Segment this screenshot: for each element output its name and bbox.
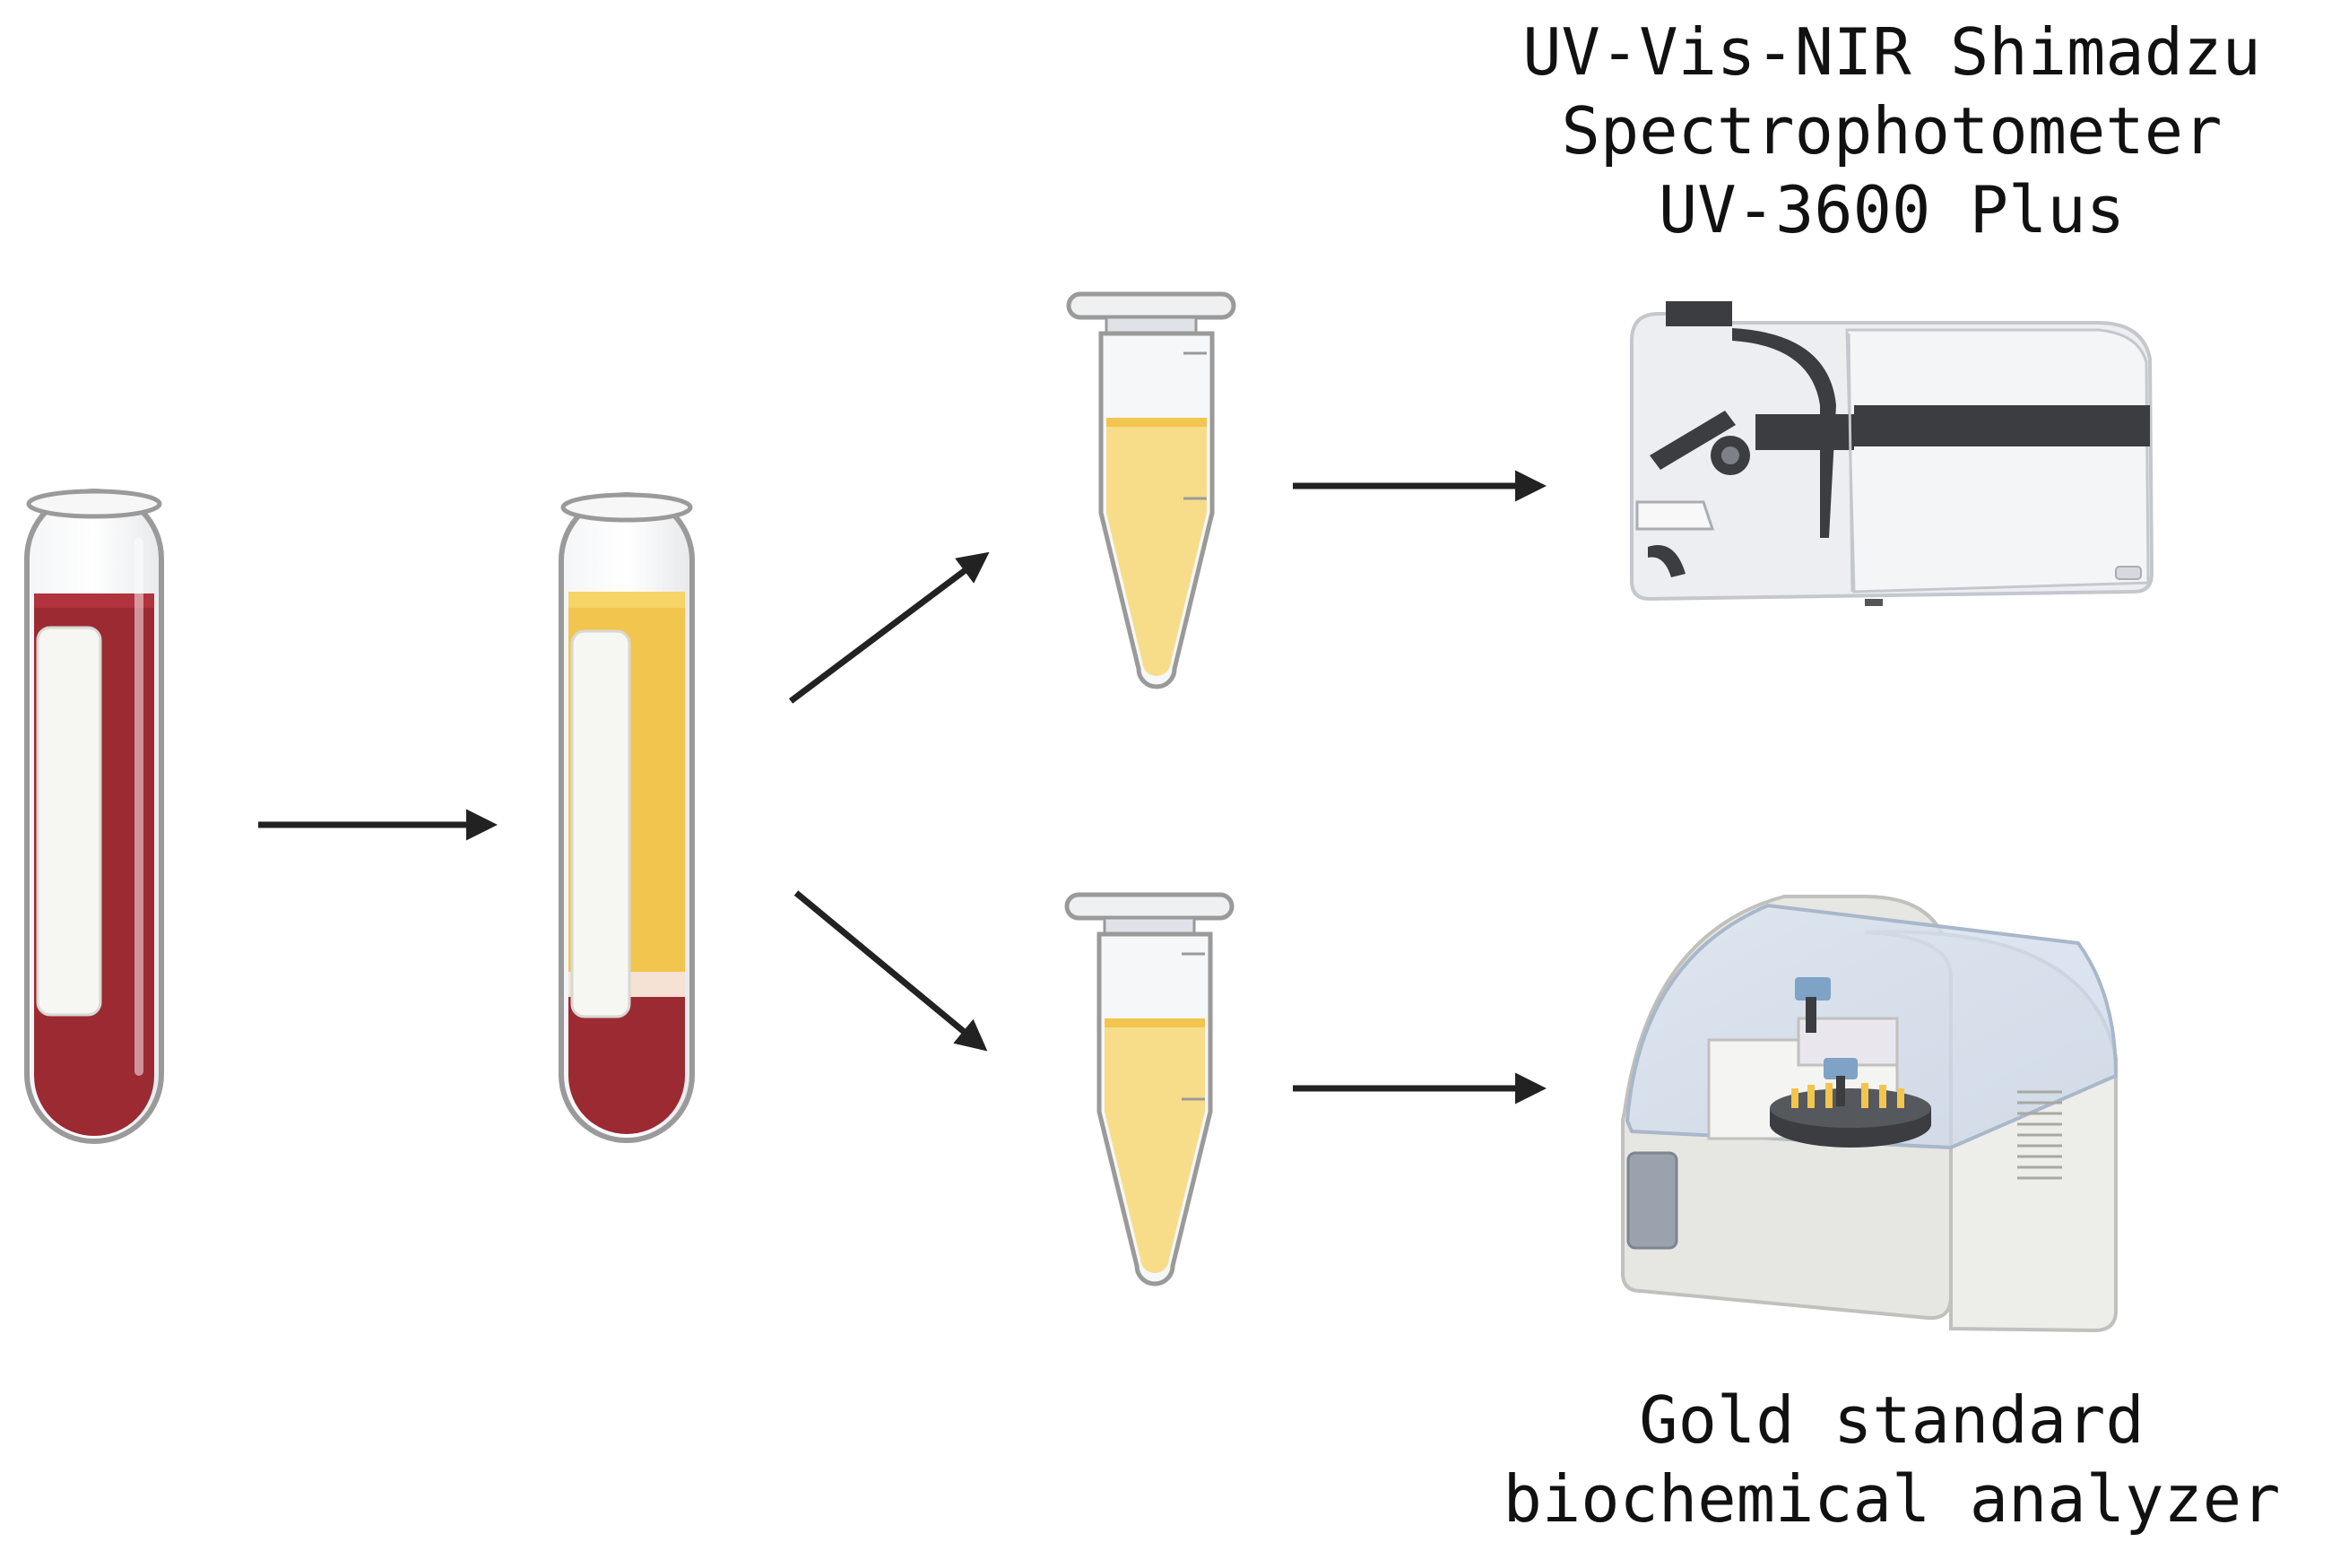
spectrophotometer-icon	[1630, 301, 2154, 606]
arrow-to-lower-aliquot	[793, 890, 988, 1052]
spectrophotometer-label-line3: UV-3600 Plus	[1658, 172, 2126, 247]
biochemical-analyzer-icon	[1621, 895, 2119, 1333]
spectrophotometer-label-line2: Spectrophotometer	[1561, 93, 2223, 169]
microtube-upper	[1066, 291, 1236, 689]
microtube-lower	[1064, 892, 1235, 1286]
blood-tube-separated	[559, 492, 695, 1143]
arrow-to-upper-aliquot	[788, 551, 990, 704]
spectrophotometer-label-line1: UV-Vis-NIR Shimadzu	[1522, 14, 2261, 90]
analyzer-label-line1: Gold standard	[1639, 1382, 2145, 1458]
analyzer-label: Gold standard biochemical analyzer	[1399, 1381, 2340, 1538]
blood-tube-whole	[24, 489, 164, 1144]
analyzer-label-line2: biochemical analyzer	[1503, 1461, 2281, 1537]
spectrophotometer-label: UV-Vis-NIR Shimadzu Spectrophotometer UV…	[1399, 13, 2340, 249]
